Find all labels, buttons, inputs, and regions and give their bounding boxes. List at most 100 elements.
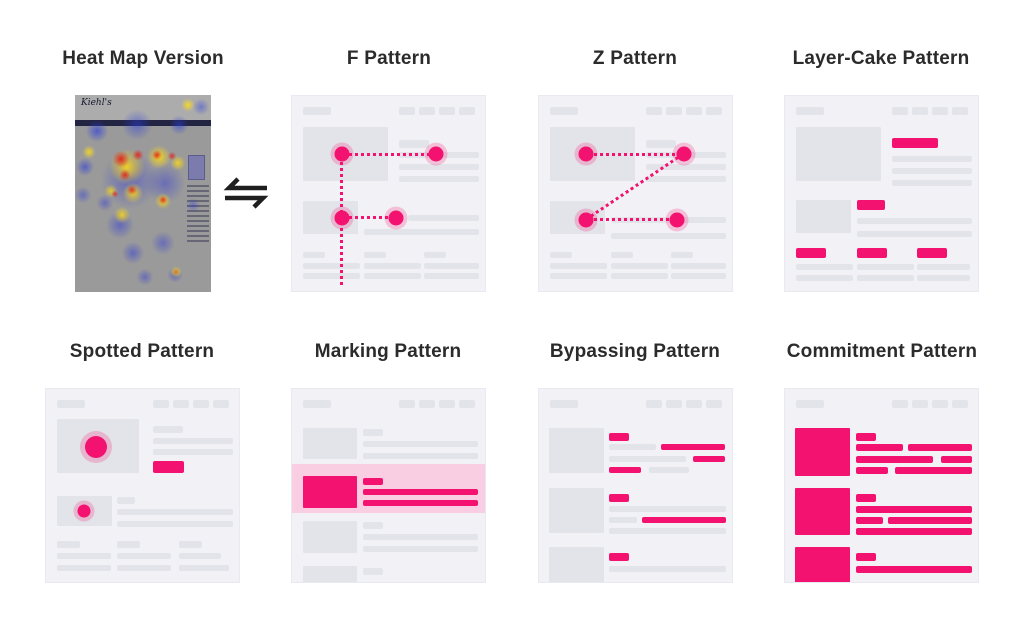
scanpath-line bbox=[349, 153, 429, 156]
highlighted-heading bbox=[796, 248, 826, 258]
text-line bbox=[117, 509, 233, 515]
heatmap-red-blobs bbox=[75, 95, 211, 292]
nav-item-placeholder bbox=[892, 400, 908, 408]
nav-item-placeholder bbox=[439, 400, 455, 408]
text-line bbox=[609, 506, 726, 512]
nav-item-placeholder bbox=[686, 400, 702, 408]
highlighted-heading bbox=[856, 433, 876, 441]
text-line bbox=[917, 275, 970, 281]
logo-placeholder bbox=[303, 107, 331, 115]
highlighted-text-line bbox=[856, 456, 933, 463]
highlighted-text-line bbox=[609, 467, 641, 473]
image-placeholder bbox=[796, 127, 881, 181]
text-line bbox=[796, 275, 853, 281]
text-line bbox=[117, 565, 171, 571]
highlighted-text-line bbox=[856, 467, 888, 474]
nav-item-placeholder bbox=[952, 400, 968, 408]
highlighted-text-line bbox=[888, 517, 972, 524]
text-line bbox=[646, 164, 726, 170]
nav-item-placeholder bbox=[912, 400, 928, 408]
heading-placeholder bbox=[179, 541, 202, 548]
heading-placeholder bbox=[57, 541, 80, 548]
text-line bbox=[363, 441, 478, 447]
text-line bbox=[892, 156, 972, 162]
heading-placeholder bbox=[363, 429, 383, 436]
highlighted-heading bbox=[609, 433, 629, 441]
nav-item-placeholder bbox=[932, 107, 948, 115]
image-placeholder bbox=[796, 200, 851, 233]
nav-item-placeholder bbox=[399, 400, 415, 408]
text-line bbox=[117, 553, 171, 559]
highlighted-text-line bbox=[363, 489, 478, 495]
fixation-dot bbox=[578, 212, 594, 228]
text-line bbox=[857, 231, 972, 237]
text-line bbox=[609, 444, 656, 450]
fixation-dot bbox=[85, 436, 107, 458]
highlighted-heading bbox=[856, 553, 876, 561]
nav-item-placeholder bbox=[173, 400, 189, 408]
logo-placeholder bbox=[796, 400, 824, 408]
panel-title-commitment: Commitment Pattern bbox=[786, 341, 978, 362]
fixation-dot bbox=[388, 210, 404, 226]
highlighted-heading bbox=[857, 200, 885, 210]
highlighted-heading bbox=[857, 248, 887, 258]
scanpath-line bbox=[594, 218, 669, 221]
highlighted-image bbox=[303, 476, 357, 508]
text-line bbox=[892, 180, 972, 186]
bypassing-wireframe bbox=[538, 388, 733, 583]
spotted-wireframe bbox=[45, 388, 240, 583]
text-line bbox=[399, 164, 479, 170]
text-line bbox=[408, 215, 479, 221]
fixation-dot bbox=[669, 212, 685, 228]
highlighted-heading bbox=[609, 494, 629, 502]
nav-item-placeholder bbox=[153, 400, 169, 408]
text-line bbox=[796, 264, 853, 270]
heading-placeholder bbox=[646, 140, 676, 148]
image-placeholder bbox=[303, 521, 357, 553]
panel-title-marking: Marking Pattern bbox=[314, 341, 462, 362]
text-line bbox=[857, 264, 914, 270]
text-line bbox=[611, 263, 668, 269]
text-line bbox=[609, 528, 726, 534]
f-pattern-wireframe bbox=[291, 95, 486, 292]
text-line bbox=[364, 229, 479, 235]
heading-placeholder bbox=[117, 497, 135, 504]
heading-placeholder bbox=[117, 541, 140, 548]
highlighted-image bbox=[795, 428, 850, 476]
logo-placeholder bbox=[57, 400, 85, 408]
nav-item-placeholder bbox=[892, 107, 908, 115]
text-line bbox=[649, 467, 689, 473]
highlighted-text-line bbox=[856, 517, 883, 524]
nav-item-placeholder bbox=[459, 107, 475, 115]
heading-placeholder bbox=[671, 252, 693, 258]
text-line bbox=[399, 176, 479, 182]
text-line bbox=[550, 273, 607, 279]
image-placeholder bbox=[550, 201, 605, 234]
heading-placeholder bbox=[303, 252, 325, 258]
heading-placeholder bbox=[153, 426, 183, 433]
nav-item-placeholder bbox=[912, 107, 928, 115]
text-line bbox=[857, 218, 972, 224]
commitment-wireframe bbox=[784, 388, 979, 583]
nav-item-placeholder bbox=[706, 400, 722, 408]
heatmap-image: Kiehl's bbox=[75, 95, 211, 292]
nav-item-placeholder bbox=[439, 107, 455, 115]
fixation-dot bbox=[334, 210, 350, 226]
highlighted-button bbox=[153, 461, 184, 473]
z-pattern-wireframe bbox=[538, 95, 733, 292]
layer-cake-wireframe bbox=[784, 95, 979, 292]
heading-placeholder bbox=[550, 252, 572, 258]
exchange-arrows-icon bbox=[223, 177, 269, 209]
panel-title-layer-cake: Layer-Cake Pattern bbox=[792, 48, 970, 69]
nav-item-placeholder bbox=[646, 400, 662, 408]
heading-placeholder bbox=[364, 252, 386, 258]
text-line bbox=[179, 565, 229, 571]
heading-placeholder bbox=[363, 568, 383, 575]
image-placeholder bbox=[303, 428, 357, 459]
highlighted-text-line bbox=[856, 506, 972, 513]
nav-item-placeholder bbox=[419, 400, 435, 408]
text-line bbox=[153, 449, 233, 455]
text-line bbox=[364, 273, 421, 279]
highlighted-text-line bbox=[642, 517, 726, 523]
text-line bbox=[611, 273, 668, 279]
